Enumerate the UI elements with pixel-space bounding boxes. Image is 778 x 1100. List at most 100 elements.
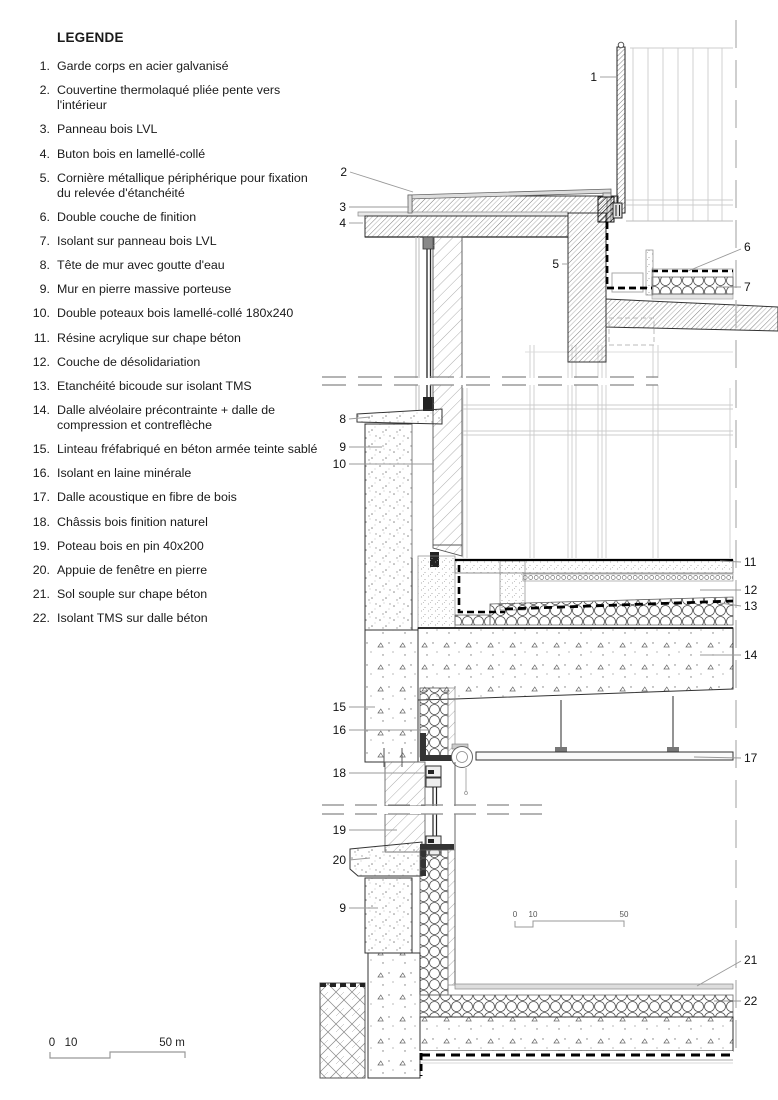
legend-item-number: 11.	[33, 330, 50, 345]
legend-item-text: Garde corps en acier galvanisé	[57, 59, 229, 73]
hollow-core-slab-14	[417, 627, 734, 701]
roof-deck-lvl	[605, 298, 778, 332]
legend-item: 4. Buton bois en lamellé-collé	[28, 147, 324, 162]
scale-main-10: 10	[65, 1037, 78, 1049]
legend-item-number: 1.	[39, 59, 50, 73]
legend-item-number: 22.	[32, 611, 50, 625]
legend-item-number: 4.	[39, 146, 50, 161]
legend-item-text: Poteau bois en pin 40x200	[57, 538, 204, 553]
upstand-insulation-strip	[645, 249, 654, 296]
legend-item-number: 5.	[39, 170, 50, 185]
break-lines	[320, 376, 660, 815]
callout-9: 9	[339, 440, 346, 454]
legend-item-number: 2.	[39, 83, 50, 98]
legend-item-text: Double poteaux bois lamellé-collé 180x24…	[57, 306, 294, 321]
resilient-floor-21	[454, 983, 734, 990]
scale-inset-0: 0	[513, 910, 518, 919]
stone-wall-9	[364, 423, 413, 631]
legend-item-number: 7.	[39, 234, 50, 248]
granular-layer	[522, 573, 734, 582]
screed-11	[454, 559, 734, 574]
callout-labels: 1 2 3 4 5 6 7 8 9 10 11 12 13 14 15 16 1…	[333, 70, 758, 1008]
buton-beam-4	[364, 215, 569, 238]
callout-10: 10	[333, 457, 347, 471]
floor-membrane	[457, 565, 505, 614]
legend-panel: LEGENDE 1. Garde corps en acier galvanisé…	[28, 30, 324, 635]
legend-item-text: Buton bois en lamellé-collé	[57, 146, 206, 161]
legend-item-text: Tête de mur avec goutte d'eau	[57, 258, 225, 273]
callout-16: 16	[333, 723, 347, 737]
scale-bar-main: 0 10 50 m	[49, 1037, 186, 1059]
legend-item-text: Sol souple sur chape béton	[57, 586, 208, 601]
callout-20: 20	[333, 853, 347, 867]
legend-item-text: Panneau bois LVL	[57, 122, 158, 137]
stone-wall-9b	[364, 877, 413, 954]
callout-7: 7	[744, 280, 751, 294]
legend-item: 7.Isolant sur panneau bois LVL	[28, 234, 324, 249]
tms-insulation-13	[489, 596, 734, 626]
stone-sill-20	[349, 841, 423, 877]
callout-22: 22	[744, 994, 758, 1008]
hidden-structure-dashed	[608, 317, 655, 346]
coping-left-edge	[407, 194, 413, 214]
stone-wall-upper-group	[356, 408, 443, 631]
callout-3: 3	[339, 200, 346, 214]
legend-item-text: Isolant en laine minérale	[57, 466, 192, 481]
callout-17: 17	[744, 751, 758, 765]
deck-underlay	[651, 293, 734, 300]
legend-title: LEGENDE	[57, 30, 124, 45]
scale-main-50: 50 m	[159, 1037, 185, 1049]
legend-item: 6.Double couche de finition	[28, 210, 324, 225]
legend-item-number: 3.	[39, 122, 50, 137]
concrete-lintel-15	[364, 629, 419, 763]
legend-item-number: 19.	[32, 538, 50, 553]
callout-14: 14	[744, 648, 758, 662]
ceiling-group	[419, 687, 734, 795]
legend-item: 5.Cornière métallique périphérique pour …	[28, 171, 324, 201]
legend-item-number: 12.	[32, 354, 50, 369]
callout-13: 13	[744, 599, 758, 613]
callout-8: 8	[339, 412, 346, 426]
ground-slab	[419, 1016, 734, 1052]
legend-item-number: 15.	[32, 442, 50, 457]
legend-item-number: 16.	[32, 466, 50, 481]
legend-item-number: 6.	[39, 209, 50, 224]
scale-inset-10: 10	[529, 910, 538, 919]
legend-item: 8. Tête de mur avec goutte d'eau	[28, 258, 324, 273]
legend-item: 20.Appuie de fenêtre en pierre	[28, 563, 324, 578]
window-group	[349, 761, 454, 877]
parapet-group	[357, 41, 626, 363]
tms-insulation-22	[419, 994, 734, 1018]
wall-head-8	[356, 408, 443, 425]
guardrail-clamp	[597, 196, 615, 223]
frame-sill-fitting	[423, 397, 434, 411]
legend-item-text: Résine acrylique sur chape béton	[57, 330, 241, 345]
legend-item: 9.Mur en pierre massive porteuse	[28, 282, 324, 297]
callout-4: 4	[339, 216, 346, 230]
legend-item-number: 8.	[39, 258, 50, 273]
legend-item: 2.Couvertine thermolaqué pliée pente ver…	[28, 83, 324, 113]
legend-item-number: 18.	[32, 514, 50, 529]
top-plate	[357, 211, 569, 217]
legend-item: 10.Double poteaux bois lamellé-collé 180…	[28, 306, 324, 321]
legend-item: 15.Linteau fréfabriqué en béton armée te…	[28, 442, 324, 457]
legend-item: 18.Châssis bois finition naturel	[28, 515, 324, 530]
legend-item: 14.Dalle alvéolaire précontrainte + dall…	[28, 403, 324, 433]
guardrail-cap	[617, 41, 625, 49]
callout-1: 1	[590, 70, 597, 84]
callout-2: 2	[340, 165, 347, 179]
mineral-wool-low	[419, 849, 449, 996]
legend-item-text: Etanchéité bicoude sur isolant TMS	[57, 378, 252, 393]
floor-buildup-group	[364, 555, 734, 767]
legend-item-number: 13.	[32, 378, 50, 393]
earth	[319, 982, 366, 1079]
legend-item: 16. Isolant en laine minérale	[28, 466, 324, 481]
frame-head-fitting	[422, 236, 435, 250]
callout-18: 18	[333, 766, 347, 780]
callout-21: 21	[744, 953, 758, 967]
legend-item-text: Mur en pierre massive porteuse	[57, 282, 232, 297]
base-group	[319, 762, 734, 1079]
guardrail-post-1	[616, 46, 626, 214]
foundation-concrete	[367, 952, 421, 1079]
